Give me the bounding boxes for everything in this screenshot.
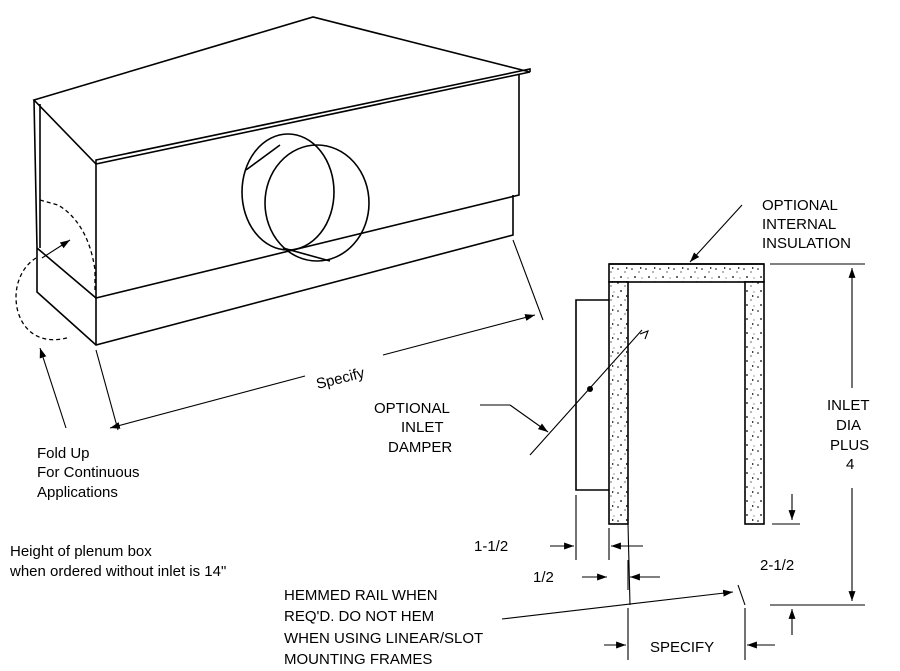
svg-text:HEMMED RAIL WHEN: HEMMED RAIL WHEN: [284, 587, 438, 604]
svg-text:OPTIONAL: OPTIONAL: [762, 197, 838, 214]
hemmed-rail-note: HEMMED RAIL WHEN REQ'D. DO NOT HEM WHEN …: [284, 587, 483, 668]
specify-width-label: SPECIFY: [650, 639, 714, 656]
svg-text:DAMPER: DAMPER: [388, 439, 452, 456]
svg-text:when ordered without inlet is: when ordered without inlet is 14": [9, 563, 226, 580]
svg-text:PLUS: PLUS: [830, 437, 869, 454]
svg-text:For Continuous: For Continuous: [37, 464, 140, 481]
svg-text:WHEN USING LINEAR/SLOT: WHEN USING LINEAR/SLOT: [284, 630, 483, 647]
svg-text:4: 4: [846, 456, 854, 473]
optional-insulation-label: OPTIONAL INTERNAL INSULATION: [762, 197, 851, 252]
svg-text:INTERNAL: INTERNAL: [762, 216, 836, 233]
dimension-1-2: 1/2: [533, 569, 554, 586]
isometric-plenum-box: [15, 16, 544, 431]
dimension-1-1-2: 1-1/2: [474, 538, 508, 555]
svg-text:OPTIONAL: OPTIONAL: [374, 400, 450, 417]
specify-length-label: Specify: [314, 364, 366, 393]
height-note: Height of plenum box when ordered withou…: [9, 543, 226, 580]
inlet-dia-label: INLET DIA PLUS 4: [827, 397, 870, 473]
svg-text:MOUNTING FRAMES: MOUNTING FRAMES: [284, 651, 432, 668]
svg-text:Fold Up: Fold Up: [37, 445, 90, 462]
svg-text:DIA: DIA: [836, 417, 861, 434]
optional-damper-label: OPTIONAL INLET DAMPER: [374, 400, 452, 456]
fold-up-note: Fold Up For Continuous Applications: [37, 445, 140, 501]
svg-text:Height of plenum box: Height of plenum box: [10, 543, 152, 560]
svg-text:Applications: Applications: [37, 484, 118, 501]
svg-text:INLET: INLET: [401, 419, 444, 436]
svg-text:REQ'D. DO NOT HEM: REQ'D. DO NOT HEM: [284, 608, 434, 625]
svg-text:INSULATION: INSULATION: [762, 235, 851, 252]
svg-text:INLET: INLET: [827, 397, 870, 414]
section-view: [480, 204, 865, 660]
dimension-2-1-2: 2-1/2: [760, 557, 794, 574]
